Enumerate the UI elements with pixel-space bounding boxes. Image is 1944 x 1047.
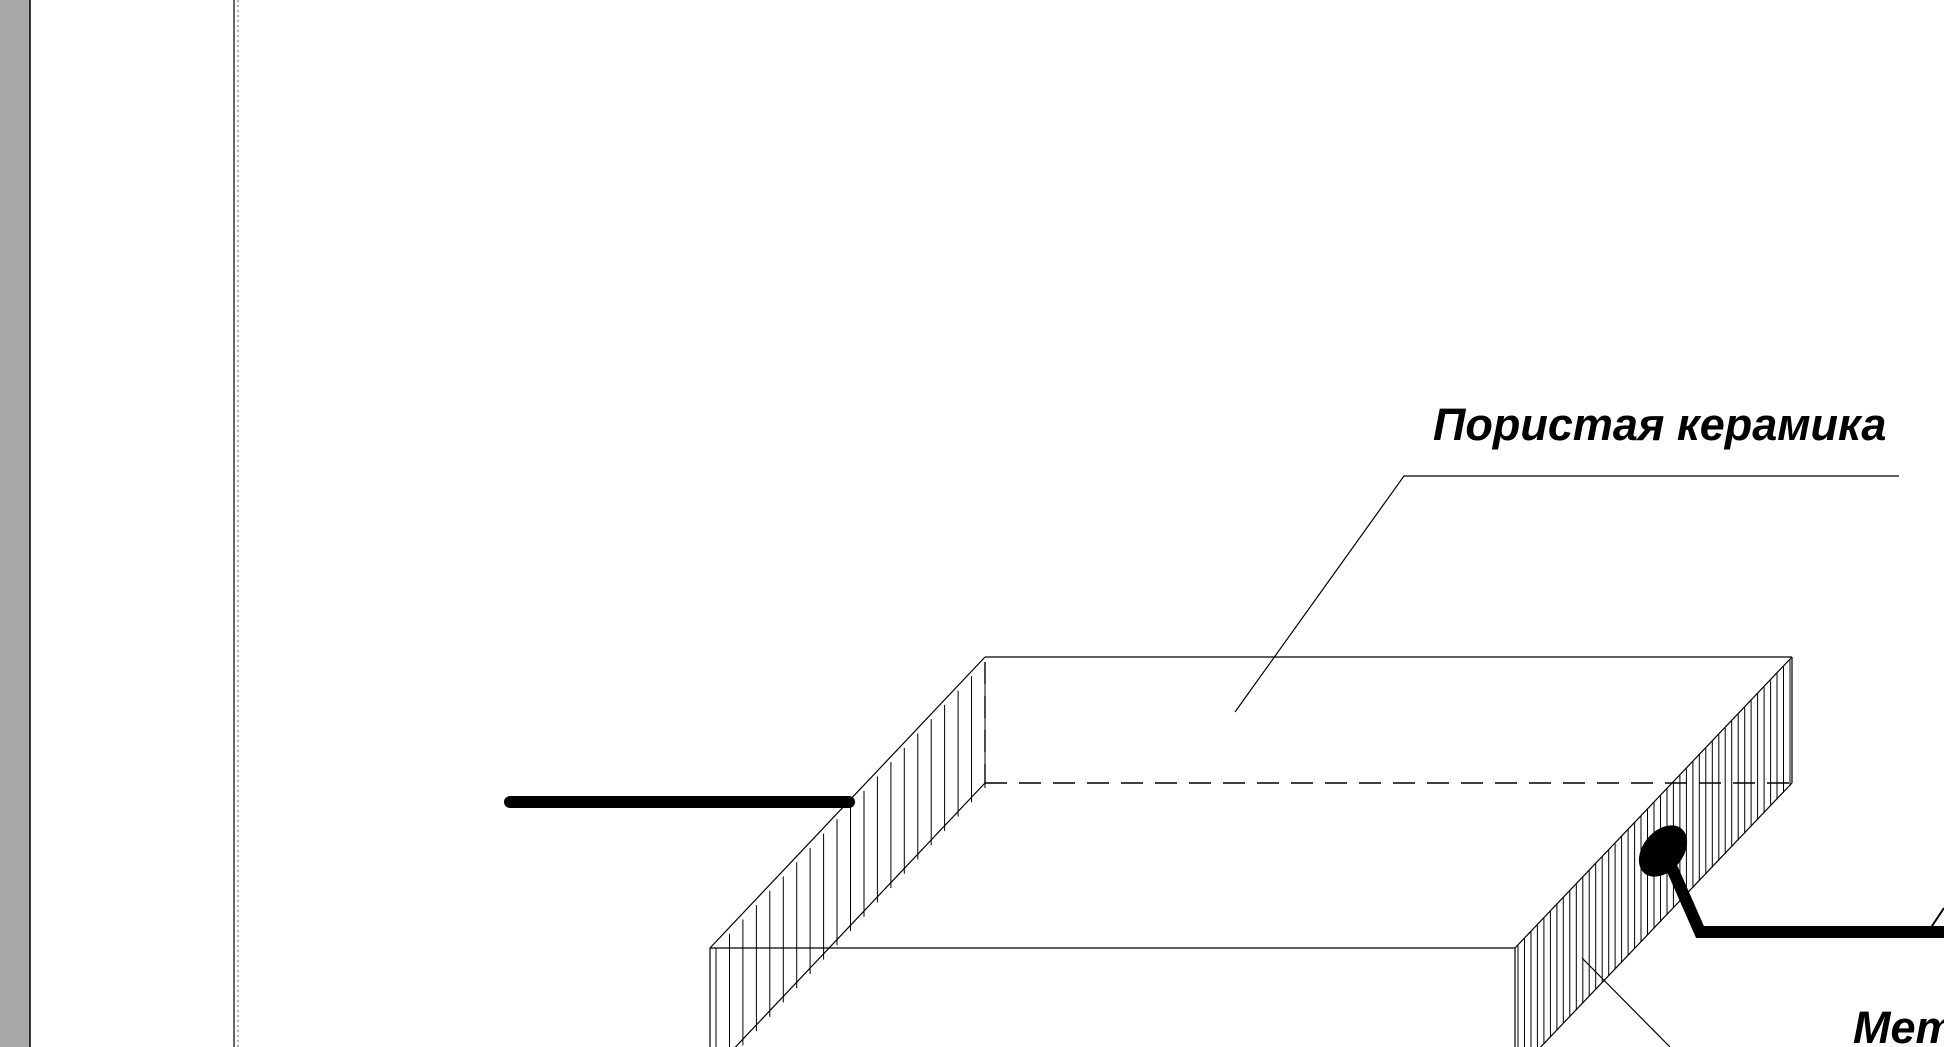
left-face-hatching bbox=[715, 662, 986, 1047]
right-electrode-wire-return bbox=[1927, 907, 1944, 933]
left-margin-bar bbox=[0, 0, 30, 1047]
left-face-bottom-edge bbox=[734, 782, 986, 1047]
porous-ceramic-label: Пористая керамика bbox=[1433, 399, 1886, 450]
right-electrode-wire bbox=[1661, 851, 1944, 938]
metal-label-partial: Мет bbox=[1853, 1002, 1944, 1047]
ceramic-leader-line bbox=[1234, 475, 1899, 713]
right-face-hatching bbox=[1517, 660, 1791, 1047]
metal-leader-line bbox=[1581, 957, 1671, 1047]
